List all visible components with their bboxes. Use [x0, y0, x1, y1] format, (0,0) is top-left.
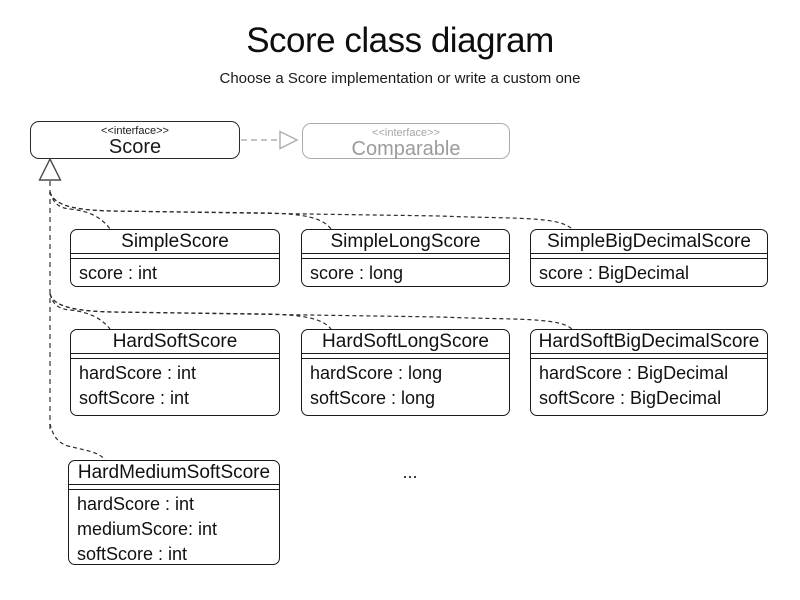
edge-hardmediumsoftscore — [49, 423, 106, 461]
class-hardsoftscore: HardSoftScore hardScore : int softScore … — [70, 329, 280, 416]
compartment-divider — [531, 254, 767, 259]
more-implementations-ellipsis: ... — [402, 462, 418, 482]
interface-comparable: <<interface>> Comparable — [302, 123, 510, 159]
class-title: HardMediumSoftScore — [69, 461, 279, 485]
edge-hardsoftscore — [49, 293, 111, 330]
generalization-arrowhead-icon — [38, 157, 62, 181]
class-simplescore: SimpleScore score : int — [70, 229, 280, 287]
compartment-divider — [302, 354, 509, 359]
edge-simplescore — [49, 191, 111, 230]
compartment-divider — [302, 254, 509, 259]
class-attribute: hardScore : int — [77, 494, 195, 514]
interface-score-stereotype: <<interface>> — [101, 125, 169, 137]
class-hardsoftlongscore: HardSoftLongScore hardScore : long softS… — [301, 329, 510, 416]
class-attribute: score : long — [310, 263, 404, 283]
edge-simplelongscore — [49, 191, 332, 230]
class-attribute: score : BigDecimal — [539, 263, 690, 283]
page-subtitle: Choose a Score implementation or write a… — [219, 70, 581, 87]
interface-comparable-stereotype: <<interface>> — [372, 127, 440, 139]
compartment-divider — [71, 354, 279, 359]
class-attribute: softScore : int — [77, 544, 188, 564]
class-attribute: softScore : int — [79, 388, 190, 408]
class-simplelongscore: SimpleLongScore score : long — [301, 229, 510, 287]
class-attribute: softScore : BigDecimal — [539, 388, 722, 408]
interface-score: <<interface>> Score — [30, 121, 240, 159]
compartment-divider — [531, 354, 767, 359]
class-attribute: hardScore : long — [310, 363, 443, 383]
compartment-divider — [69, 485, 279, 490]
class-title: SimpleLongScore — [302, 230, 509, 254]
class-title: SimpleBigDecimalScore — [531, 230, 767, 254]
class-simplebigdecimalscore: SimpleBigDecimalScore score : BigDecimal — [530, 229, 768, 287]
realization-arrowhead-icon — [279, 130, 299, 150]
edge-simplebigdecimalscore — [49, 191, 573, 230]
class-attribute: softScore : long — [310, 388, 436, 408]
interface-score-name: Score — [108, 136, 162, 158]
edge-hardsoftbigdecimalscore — [49, 293, 573, 330]
class-attribute: hardScore : BigDecimal — [539, 363, 729, 383]
class-hardsoftbigdecimalscore: HardSoftBigDecimalScore hardScore : BigD… — [530, 329, 768, 416]
class-attribute: hardScore : int — [79, 363, 197, 383]
edge-hardsoftlongscore — [49, 293, 332, 330]
page-title: Score class diagram — [246, 21, 554, 60]
class-attribute: score : int — [79, 263, 158, 283]
class-hardmediumsoftscore: HardMediumSoftScore hardScore : int medi… — [68, 460, 280, 565]
class-title: HardSoftLongScore — [302, 330, 509, 354]
class-title: HardSoftBigDecimalScore — [531, 330, 767, 354]
class-title: SimpleScore — [71, 230, 279, 254]
interface-comparable-name: Comparable — [351, 138, 461, 160]
compartment-divider — [71, 254, 279, 259]
class-attribute: mediumScore: int — [77, 519, 218, 539]
class-title: HardSoftScore — [71, 330, 279, 354]
